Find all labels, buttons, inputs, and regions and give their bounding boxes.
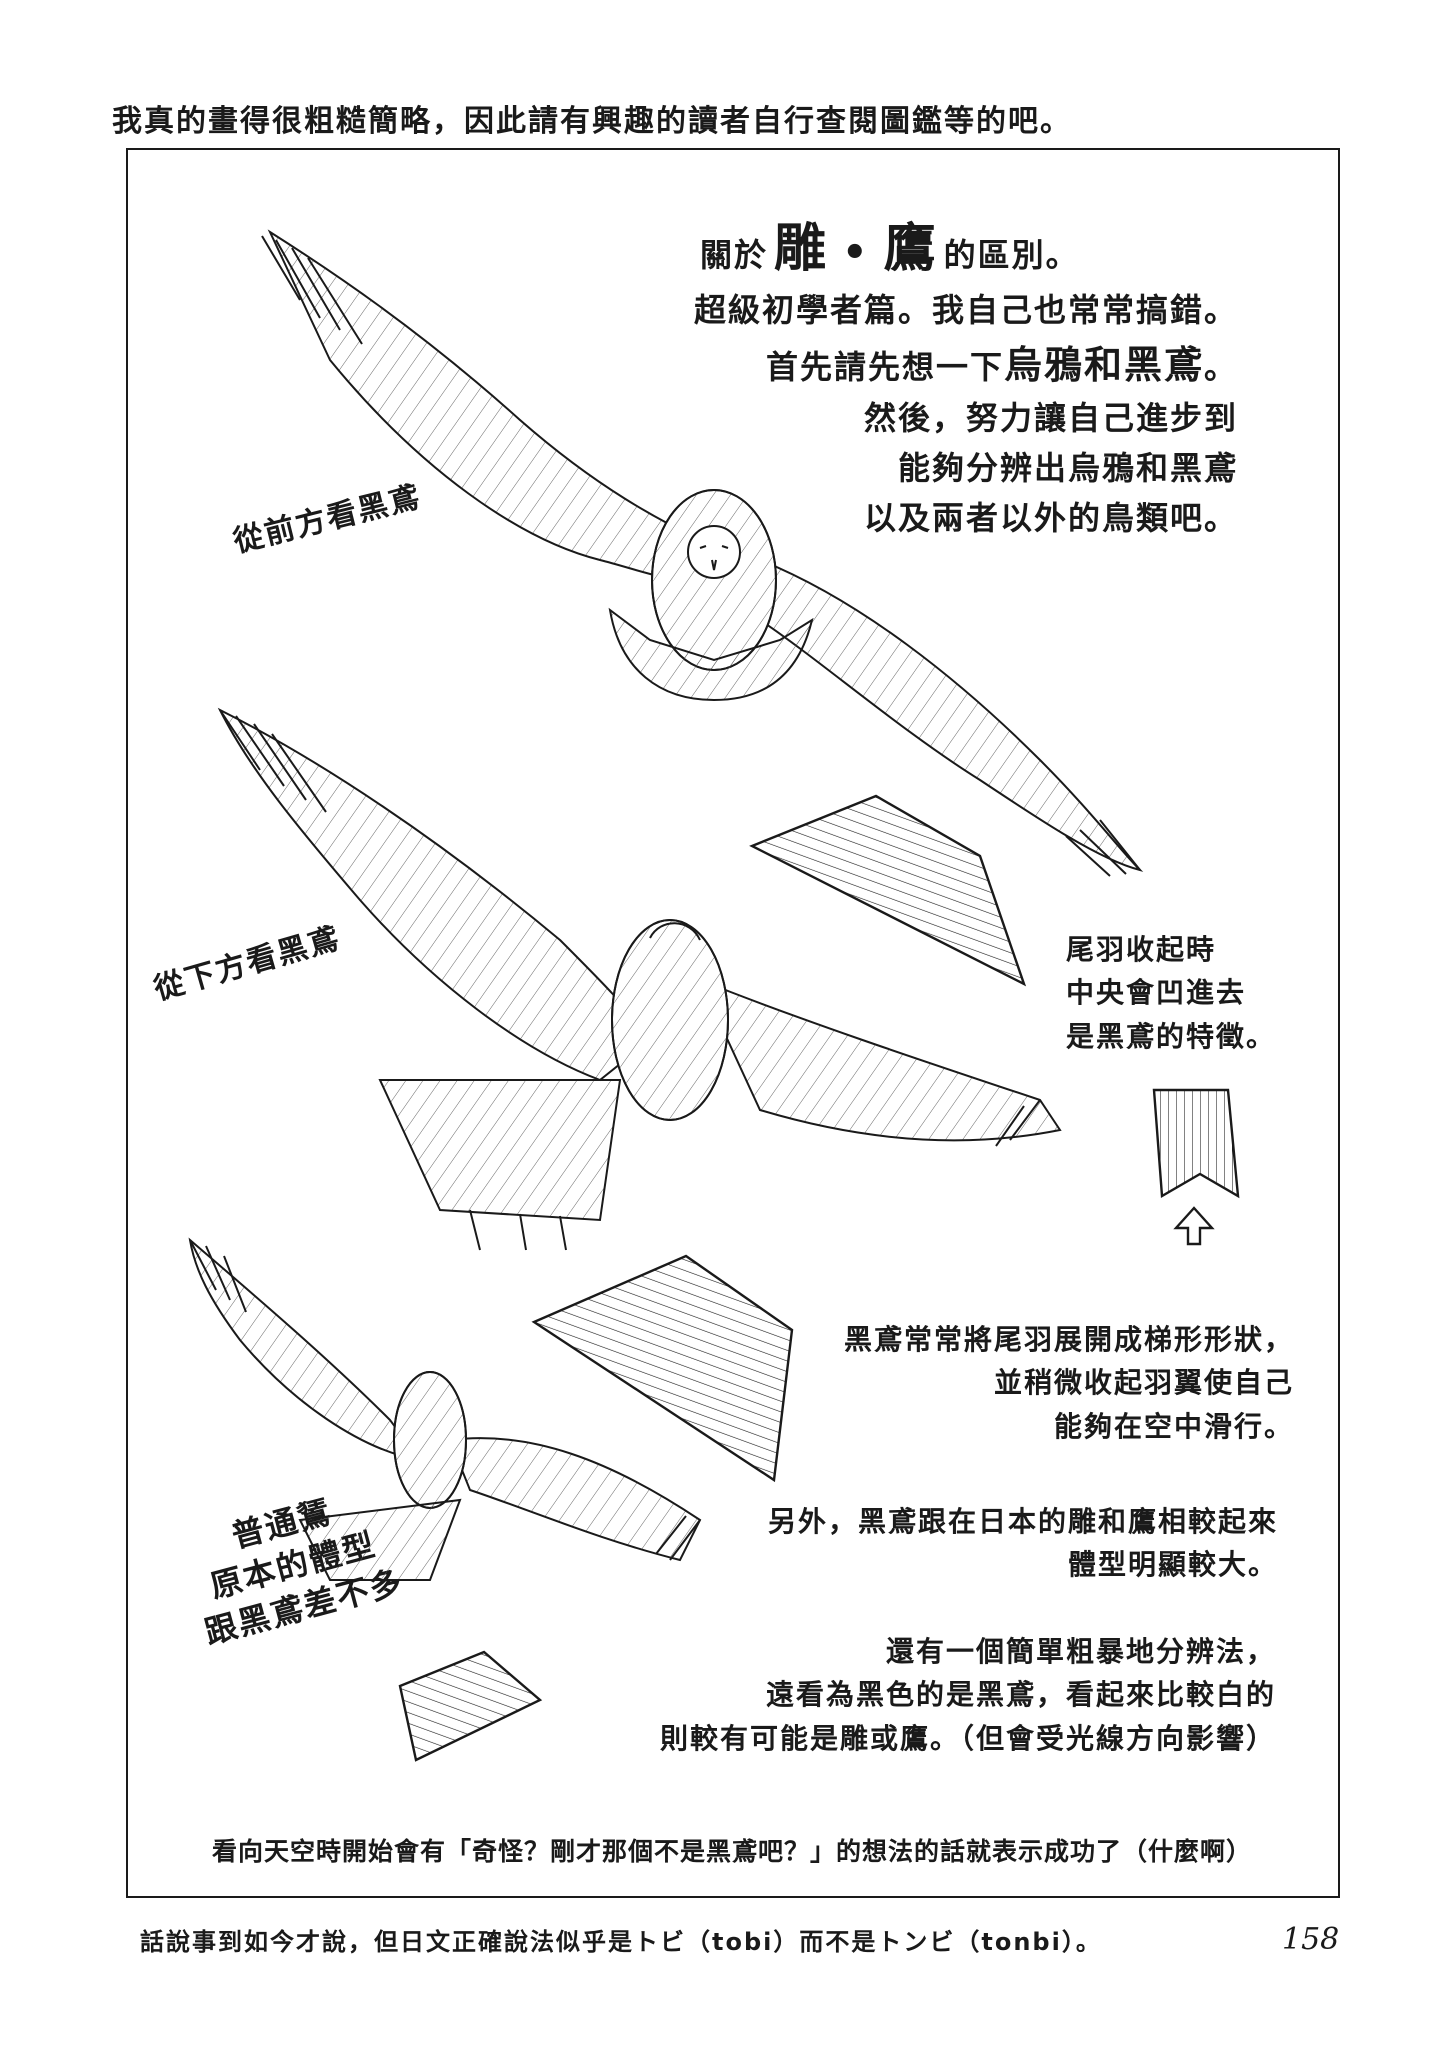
rough-method-note: 還有一個簡單粗暴地分辨法， 遠看為黑色的是黑鳶，看起來比較白的 則較有可能是雕或… — [660, 1630, 1276, 1760]
illustration-frame — [126, 148, 1340, 1898]
intro-paragraph: 超級初學者篇。我自己也常常搞錯。 首先請先想一下烏鴉和黑鳶。 然後，努力讓自己進… — [694, 286, 1238, 543]
trapezoid-note-line: 黑鳶常常將尾羽展開成梯形形狀， — [843, 1323, 1294, 1356]
title-prefix: 關於 — [700, 236, 769, 274]
intro-line2-emphasis: 烏鴉和黑鳶 — [1003, 342, 1204, 387]
tail-note: 尾羽收起時 中央會凹進去 是黑鳶的特徵。 — [1066, 928, 1276, 1058]
page-number: 158 — [1282, 1922, 1340, 1957]
tail-diagram-1 — [749, 794, 1027, 987]
bird-below-sketch-icon — [217, 707, 1062, 1251]
trapezoid-note-line: 能夠在空中滑行。 — [1053, 1409, 1294, 1443]
title-eagle: 雕 — [774, 219, 829, 279]
intro-line: 然後，努力讓自己進步到 — [863, 399, 1238, 438]
tail-diagram-2 — [531, 1254, 794, 1483]
intro-line: 以及兩者以外的鳥類吧。 — [863, 498, 1238, 537]
trapezoid-note-line: 並稍微收起羽翼使自己 — [993, 1366, 1294, 1400]
title-separator: • — [842, 230, 870, 276]
size-note-line: 另外，黑鳶跟在日本的雕和鷹相較起來 — [767, 1505, 1278, 1538]
title-hawk: 鷹 — [883, 219, 938, 279]
tail-diagram-3 — [398, 1650, 543, 1762]
rough-note-line: 遠看為黑色的是黑鳶，看起來比較白的 — [765, 1678, 1276, 1712]
intro-line: 能夠分辨出烏鴉和黑鳶 — [897, 449, 1238, 488]
notched-tail-diagram — [1152, 1088, 1240, 1199]
rough-note-line: 還有一個簡單粗暴地分辨法， — [885, 1635, 1276, 1668]
bird-front-sketch-icon — [261, 229, 1144, 877]
up-arrow-icon — [1173, 1206, 1215, 1246]
intro-line2-suffix: 。 — [1203, 347, 1238, 386]
trapezoid-note: 黑鳶常常將尾羽展開成梯形形狀， 並稍微收起羽翼使自己 能夠在空中滑行。 — [844, 1318, 1294, 1448]
success-note: 看向天空時開始會有「奇怪？剛才那個不是黑鳶吧？」的想法的話就表示成功了（什麼啊） — [212, 1837, 1253, 1866]
size-note: 另外，黑鳶跟在日本的雕和鷹相較起來 體型明顯較大。 — [768, 1500, 1278, 1587]
intro-line: 超級初學者篇。我自己也常常搞錯。 — [693, 291, 1238, 329]
section-title: 關於雕 • 鷹的區別。 — [700, 206, 1080, 281]
title-suffix: 的區別。 — [943, 236, 1080, 274]
intro-line2-prefix: 首先請先想一下 — [765, 347, 1004, 386]
size-note-line: 體型明顯較大。 — [1067, 1548, 1278, 1582]
tail-note-line: 是黑鳶的特徵。 — [1066, 1019, 1277, 1053]
rough-note-line: 則較有可能是雕或鷹。（但會受光線方向影響） — [659, 1721, 1276, 1755]
footnote: 話說事到如今才說，但日文正確說法似乎是トビ（tobi）而不是トンビ（tonbi）… — [140, 1928, 1102, 1956]
top-note: 我真的畫得很粗糙簡略，因此請有興趣的讀者自行查閱圖鑑等的吧。 — [112, 104, 1072, 139]
tail-note-line: 中央會凹進去 — [1066, 976, 1247, 1010]
intro-line: 首先請先想一下烏鴉和黑鳶。 — [694, 336, 1238, 395]
buzzard-sketch-icon — [188, 1237, 702, 1581]
tail-note-line: 尾羽收起時 — [1066, 933, 1217, 966]
